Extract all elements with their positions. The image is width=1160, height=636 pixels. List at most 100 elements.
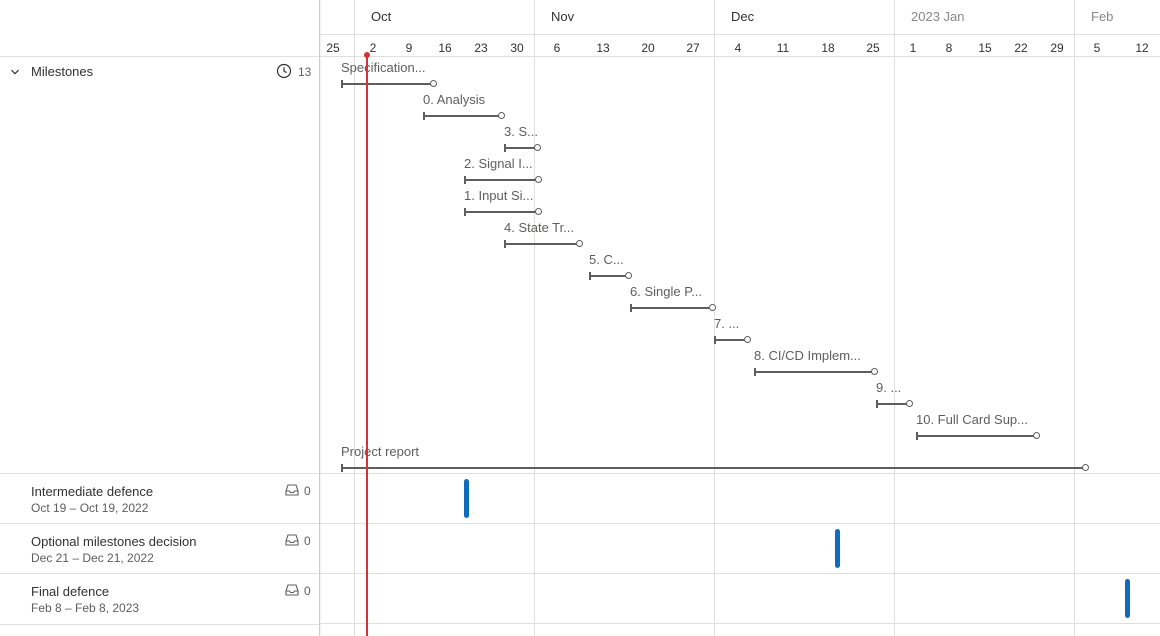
row-count: 0: [304, 584, 311, 598]
bar-start-tick: [341, 464, 343, 472]
bar-start-tick: [916, 432, 918, 440]
day-label: 6: [553, 41, 561, 55]
timeline-grid[interactable]: Oct Nov Dec 2023 Jan Feb 25 2 9 16 23 30…: [320, 0, 1160, 636]
bar-end-handle[interactable]: [535, 176, 542, 183]
bar-label: 2. Signal I...: [464, 156, 533, 171]
bar-end-handle[interactable]: [576, 240, 583, 247]
month-label: Dec: [731, 9, 755, 24]
bar-end-handle[interactable]: [709, 304, 716, 311]
month-label: Feb: [1091, 9, 1114, 24]
bar-end-handle[interactable]: [535, 208, 542, 215]
row-separator: [320, 523, 1160, 524]
row-date: Dec 21 – Dec 21, 2022: [31, 551, 154, 565]
row-title: Final defence: [31, 584, 110, 599]
milestone-bar[interactable]: [505, 243, 577, 245]
day-label: 4: [734, 41, 742, 55]
bar-label: Specification...: [341, 60, 426, 75]
pane-divider[interactable]: [319, 0, 322, 636]
bar-label: 1. Input Si...: [464, 188, 534, 203]
day-label: 9: [405, 41, 413, 55]
today-marker-dot: [364, 52, 370, 58]
bar-label: 8. CI/CD Implem...: [754, 348, 861, 363]
row-title: Optional milestones decision: [31, 534, 197, 549]
bar-end-handle[interactable]: [625, 272, 632, 279]
bar-label: 5. C...: [589, 252, 624, 267]
milestone-row-final-defence[interactable]: Final defence Feb 8 – Feb 8, 2023 0: [0, 573, 319, 625]
day-label: 5: [1093, 41, 1101, 55]
bar-start-tick: [630, 304, 632, 312]
bar-end-handle[interactable]: [1033, 432, 1040, 439]
bar-end-handle[interactable]: [430, 80, 437, 87]
milestone-bar[interactable]: [631, 307, 709, 309]
day-label: 11: [776, 41, 790, 55]
bar-end-handle[interactable]: [744, 336, 751, 343]
day-label: 15: [978, 41, 992, 55]
day-label: 25: [326, 41, 340, 55]
day-header: [320, 35, 1160, 57]
bar-label: 4. State Tr...: [504, 220, 575, 235]
group-count: 13: [298, 65, 312, 79]
day-label: 8: [945, 41, 953, 55]
day-label: 20: [641, 41, 655, 55]
milestone-bar[interactable]: [505, 147, 536, 149]
day-label: 12: [1135, 41, 1149, 55]
day-label: 29: [1050, 41, 1064, 55]
row-date: Feb 8 – Feb 8, 2023: [31, 601, 140, 615]
milestone-bar[interactable]: [465, 179, 536, 181]
clock-icon: [276, 63, 292, 79]
milestone-row-optional-milestones-decision[interactable]: Optional milestones decision Dec 21 – De…: [0, 523, 319, 574]
bar-label: 3. S...: [504, 124, 538, 139]
milestone-bar[interactable]: [342, 83, 431, 85]
month-gridline: [534, 0, 535, 636]
tray-icon: [285, 534, 299, 546]
bar-start-tick: [464, 176, 466, 184]
bar-label: 7. ...: [714, 316, 740, 331]
milestone-bar[interactable]: [917, 435, 1035, 437]
milestone-marker-optional-milestones-decision[interactable]: [835, 529, 840, 568]
bar-label: 6. Single P...: [630, 284, 703, 299]
bar-start-tick: [754, 368, 756, 376]
chevron-down-icon[interactable]: [9, 66, 21, 78]
row-title: Intermediate defence: [31, 484, 154, 499]
bar-label: 10. Full Card Sup...: [916, 412, 1028, 427]
bar-end-handle[interactable]: [534, 144, 541, 151]
left-pane: Milestones 13 Intermediate defence Oct 1…: [0, 0, 320, 636]
day-label: 23: [474, 41, 488, 55]
day-label: 16: [438, 41, 452, 55]
row-separator: [320, 623, 1160, 624]
day-label: 22: [1014, 41, 1028, 55]
milestone-bar[interactable]: [877, 403, 907, 405]
milestone-bar[interactable]: [755, 371, 872, 373]
milestone-bar[interactable]: [342, 467, 1084, 469]
bar-label: Project report: [341, 444, 420, 459]
bar-start-tick: [423, 112, 425, 120]
milestone-marker-final-defence[interactable]: [1125, 579, 1130, 618]
bar-end-handle[interactable]: [906, 400, 913, 407]
left-header: [0, 0, 319, 57]
milestone-bar[interactable]: [465, 211, 536, 213]
bar-end-handle[interactable]: [498, 112, 505, 119]
day-label: 13: [596, 41, 610, 55]
milestone-bar[interactable]: [424, 115, 499, 117]
today-line: [366, 56, 368, 636]
day-label: 25: [866, 41, 880, 55]
milestone-row-intermediate-defence[interactable]: Intermediate defence Oct 19 – Oct 19, 20…: [0, 473, 319, 524]
milestone-bar[interactable]: [590, 275, 626, 277]
group-label: Milestones: [31, 64, 94, 79]
bar-end-handle[interactable]: [1082, 464, 1089, 471]
milestone-marker-intermediate-defence[interactable]: [464, 479, 469, 518]
milestone-bar[interactable]: [715, 339, 745, 341]
month-label: Nov: [551, 9, 575, 24]
row-separator: [320, 473, 1160, 474]
bar-start-tick: [714, 336, 716, 344]
month-gridline: [1074, 0, 1075, 636]
bar-start-tick: [504, 144, 506, 152]
bar-end-handle[interactable]: [871, 368, 878, 375]
tray-icon: [285, 584, 299, 596]
day-label: 1: [909, 41, 917, 55]
row-count: 0: [304, 484, 311, 498]
row-count: 0: [304, 534, 311, 548]
month-gridline: [354, 0, 355, 636]
month-label: Oct: [371, 9, 392, 24]
bar-start-tick: [464, 208, 466, 216]
